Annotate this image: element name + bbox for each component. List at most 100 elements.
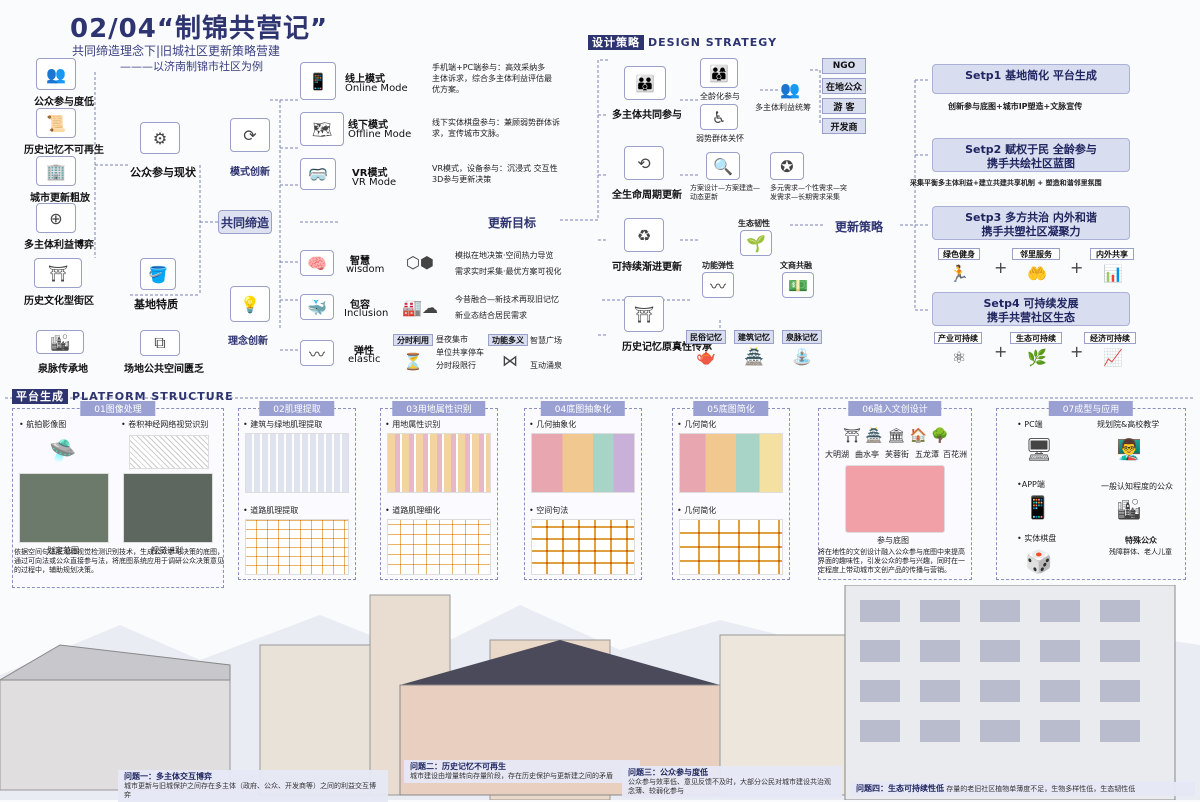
actor-tag: 游 客 xyxy=(822,98,866,114)
concept-name-en: elastic xyxy=(348,354,381,365)
mode-desc: 线下实体棋盘参与：兼顾弱势群体诉求，宣传城市文脉。 xyxy=(432,118,560,138)
landuse-map xyxy=(387,433,491,493)
vision-pattern xyxy=(129,435,209,469)
step-2: Setp2 赋权于民 全龄参与携手共绘社区蓝图 xyxy=(932,138,1130,172)
memory-tag: 民俗记忆 xyxy=(686,330,726,344)
base-item-label: 泉脉传承地 xyxy=(38,364,88,375)
problem-bar: 问题三：公众参与度低公众参与效率低、意见反馈不及时，大部分公民对城市建设共治观念… xyxy=(622,766,842,798)
issue-label: 城市更新粗放 xyxy=(30,193,90,204)
concept-desc: 新业态结合居民需求 xyxy=(455,311,527,320)
landmark-label: 大明湖 xyxy=(825,450,849,459)
participation-base-map xyxy=(845,465,945,533)
panel-title: 02肌理提取 xyxy=(259,401,335,416)
panel-item: • PC端 xyxy=(1017,420,1043,429)
concept-name-en: wisdom xyxy=(346,264,385,275)
strategy-label: 多主体共同参与 xyxy=(612,110,682,121)
plus-icon: + xyxy=(1070,258,1084,277)
simplified-road-map xyxy=(679,519,783,575)
cycle-arrows-icon: ⟳ xyxy=(230,118,270,152)
panel-item: • 卷积神经网络视觉识别 xyxy=(121,420,209,429)
panel-landuse: 03用地属性识别 • 用地属性识别 • 道路肌理细化 xyxy=(380,401,498,580)
sliders-icon: ⚙ xyxy=(140,122,180,154)
building-icon: 🏢 xyxy=(36,156,76,186)
memory-tag: 泉脉记忆 xyxy=(782,330,822,344)
step-4: Setp4 可持续发展携手共营社区生态 xyxy=(932,292,1130,326)
step-box: 绿色健身 xyxy=(938,248,980,260)
page-subtitle: 共同缔造理念下|旧城社区更新策略营建 xyxy=(72,44,281,58)
strategy-sub: 方案设计—方案建造—动态更新 xyxy=(690,184,760,201)
concept-tag: 分时利用 xyxy=(393,334,433,346)
venue-label: 场地公共空间匮乏 xyxy=(124,364,204,375)
problem-bar: 问题一：多主体交互博弈城市更新与旧城保护之间存在多主体（政府、公众、开发商等）之… xyxy=(118,770,388,802)
brain-icon: 🧠 xyxy=(300,250,334,276)
plus-icon: + xyxy=(994,342,1008,361)
plus-icon: + xyxy=(994,258,1008,277)
search-icon: 🔍 xyxy=(706,152,740,180)
aerial-map xyxy=(19,473,109,543)
concept-name: 包容 xyxy=(350,300,370,311)
star-icon: ✪ xyxy=(770,152,804,180)
step-box: 产业可持续 xyxy=(934,332,982,344)
spring-icon: ⛲ xyxy=(792,346,812,366)
actor-tag: 开发商 xyxy=(822,118,866,134)
wheelchair-icon: ♿ xyxy=(700,104,738,130)
step-desc: 采集平衡多主体利益+建立共建共享机制 + 塑造和谐邻里氛围 xyxy=(910,179,1102,187)
strategy-sub: 多元需求—个性需求—突发需求—长期需求采集 xyxy=(770,184,847,201)
strategy-sub: 文商共融 xyxy=(780,261,812,270)
wave-icon: 〰 xyxy=(702,272,734,298)
connector-lines xyxy=(5,59,1195,399)
lifecycle-icon: ⟲ xyxy=(624,146,664,180)
panel-image-processing: 01图像处理 • 航拍影像图 • 卷积神经网络视觉识别 🛸 划定范围 视觉识别 xyxy=(12,401,224,588)
board-map-icon: 🗺 xyxy=(300,112,344,146)
gate-icon: ⛩ xyxy=(34,258,82,288)
concept-desc: 单位共享停车 xyxy=(436,348,484,357)
city-icon: 🏙 xyxy=(1116,497,1142,521)
strategy-label: 可持续渐进更新 xyxy=(612,262,682,273)
panel-item: • 几何简化 xyxy=(677,420,717,429)
panel-item: • 航拍影像图 xyxy=(19,420,67,429)
texture-map xyxy=(245,433,349,493)
audience-label: 特殊公众 xyxy=(1125,536,1157,545)
mode-name-en: Offline Mode xyxy=(348,129,412,140)
public-status-label: 公众参与现状 xyxy=(130,166,196,179)
panel-item: • 建筑与绿地肌理提取 xyxy=(243,420,323,429)
panel-item: • 几何抽象化 xyxy=(529,420,577,429)
step-1: Setp1 基地简化 平台生成 xyxy=(932,64,1130,94)
base-feature-label: 基地特质 xyxy=(134,298,178,311)
document-icon: 📜 xyxy=(36,108,76,138)
panel-title: 04底图抽象化 xyxy=(540,401,626,416)
page-subtitle-2: ———以济南制锦市社区为例 xyxy=(120,60,263,73)
mode-name-en: VR Mode xyxy=(352,177,397,188)
panel-title: 05底图简化 xyxy=(693,401,769,416)
audience-label: 规划院&高校教学 xyxy=(1097,420,1160,429)
money-icon: 💵 xyxy=(782,272,814,298)
concept-tag: 功能多义 xyxy=(488,334,528,346)
lightbulb-icon: 💡 xyxy=(230,286,270,322)
strategy-sub: 全龄化参与 xyxy=(700,92,740,101)
mode-title: 模式创新 xyxy=(230,167,270,178)
panel-desc: 依据空间句法膜潮和视觉检测识别技术，生成公众参与决策的底图，通过可向法或公众直接… xyxy=(14,548,224,574)
landmark-label: 芙蓉街 xyxy=(885,450,909,459)
panel-application: 07成型与应用 • PC端 🖥 •APP端 📱 • 实体棋盘 🎲 规划院&高校教… xyxy=(996,401,1186,580)
syntax-map xyxy=(531,519,635,575)
strategy-sub: 生态韧性 xyxy=(738,219,770,228)
problem-bar: 问题四：生态可持续性低 存量的老旧社区植物单薄度不足，生物多样性低，生态韧性低 xyxy=(850,782,1195,796)
mode-name: 线下模式 xyxy=(348,120,388,131)
road-map xyxy=(245,519,349,575)
recognition-map xyxy=(123,473,213,543)
update-strategy-label: 更新策略 xyxy=(835,220,884,234)
concept-desc: 互动涌泉 xyxy=(530,361,562,370)
panel-item: • 空间句法 xyxy=(529,506,569,515)
concept-name: 智慧 xyxy=(350,256,370,267)
mode-name: 线上模式 xyxy=(345,74,385,85)
panel-item: •APP端 xyxy=(1017,480,1045,489)
wave-icon: 〰 xyxy=(300,340,334,366)
panel-abstraction: 04底图抽象化 • 几何抽象化 • 空间句法 xyxy=(524,401,642,580)
concept-desc: 需求实时采集·最优方案可视化 xyxy=(455,267,562,276)
people-icon: 👥 xyxy=(36,58,76,90)
actor-tag: NGO xyxy=(822,58,866,74)
hand-heart-icon: 🤲 xyxy=(1027,263,1047,283)
recycle-icon: ♻ xyxy=(624,218,664,252)
vr-headset-icon: 🥽 xyxy=(300,158,336,190)
